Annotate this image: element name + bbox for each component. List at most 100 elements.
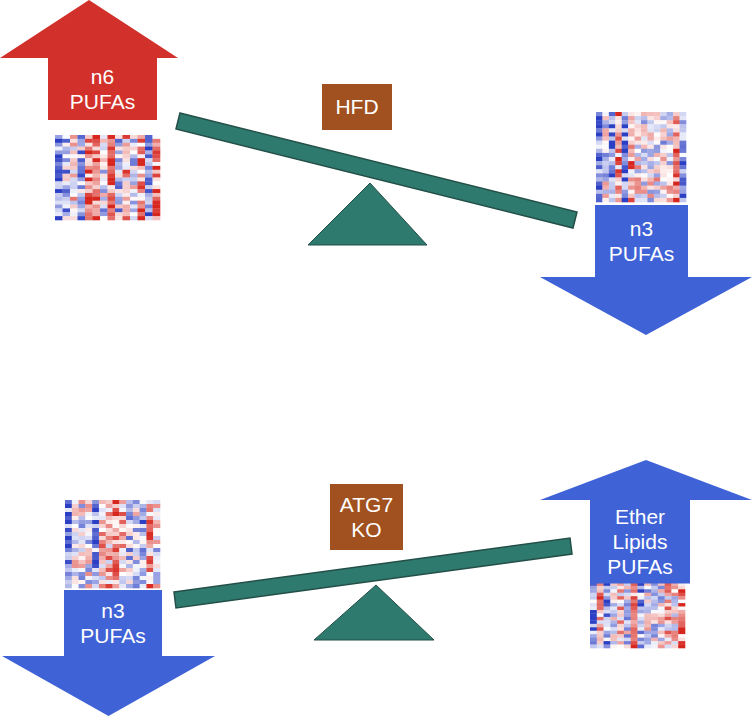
heatmap-cell [140,580,147,584]
node-text: n3 PUFAs [80,598,145,648]
heatmap-cell [654,161,661,165]
heatmap-cell [108,216,116,220]
heatmap-cell [631,600,638,604]
seesaw-fulcrum [314,585,434,640]
heatmap-cell [72,576,79,580]
heatmap-cell [100,197,108,201]
heatmap-cell [609,124,616,128]
heatmap-cell [93,162,101,166]
heatmap-cell [63,201,71,205]
heatmap-cell [65,564,72,568]
heatmap-cell [635,149,642,153]
heatmap-cell [65,504,72,508]
heatmap-cell [130,158,138,162]
heatmap-cell [145,166,153,170]
heatmap-cell [79,560,86,564]
heatmap-cell [615,124,622,128]
heatmap-cell [628,173,635,177]
text-area: n3 PUFAs [64,590,162,656]
heatmap-cell [65,572,72,576]
heatmap-cell [641,177,648,181]
heatmap-cell [604,600,611,604]
heatmap-cell [153,500,160,504]
heatmap-cell [647,120,654,124]
heatmap-cell [130,143,138,147]
heatmap-cell [85,201,93,205]
heatmap-cell [654,173,661,177]
heatmap-cell [100,166,108,170]
heatmap-cell [115,170,123,174]
heatmap-cell [597,600,604,604]
heatmap-cell [85,170,93,174]
heatmap-cell [609,169,616,173]
heatmap-cell [133,516,140,520]
heatmap-cell [85,208,93,212]
heatmap-cell [123,162,131,166]
node-text: n3 PUFAs [609,216,674,266]
heatmap-cell [70,150,78,154]
heatmap-cell [126,556,133,560]
heatmap-cell [665,607,672,611]
heatmap-cell [113,508,120,512]
heatmap-cell [654,194,661,198]
heatmap-cell [140,500,147,504]
heatmap-cell [119,524,126,528]
heatmap-cell [108,158,116,162]
heatmap-cell [660,120,667,124]
heatmap-cell [651,631,658,635]
heatmap-cell [145,205,153,209]
heatmap-cell [72,508,79,512]
heatmap-cell [609,145,616,149]
heatmap-cell [658,593,665,597]
heatmap-cell [609,194,616,198]
heatmap-cell [651,641,658,645]
heatmap-cell [624,627,631,631]
heatmap-cell [610,586,617,590]
heatmap-cell [644,603,651,607]
heatmap-cell [602,190,609,194]
heatmap-cell [113,576,120,580]
node-text: ATG7 KO [340,492,393,542]
heatmap-cell [85,174,93,178]
heatmap-cell [79,500,86,504]
heatmap-cell [680,173,687,177]
heatmap-cell [667,198,674,202]
heatmap-cell [126,500,133,504]
heatmap-cell [92,584,99,588]
heatmap-cell [123,205,131,209]
heatmap-cell [78,178,86,182]
label-box: ATG7 KO [330,484,403,550]
heatmap-cell [106,504,113,508]
heatmap-cell [680,120,687,124]
heatmap-cell [654,169,661,173]
heatmap-cell [123,181,131,185]
heatmap-cell [93,193,101,197]
heatmap-cell [660,116,667,120]
heatmap-cell [93,166,101,170]
heatmap-cell [596,124,603,128]
heatmap-cell [140,532,147,536]
heatmap-cell [635,161,642,165]
heatmap-cell [647,186,654,190]
heatmap-cell [106,572,113,576]
heatmap-cell [130,189,138,193]
heatmap-cell [651,613,658,617]
heatmap-cell [78,208,86,212]
heatmap-cell [622,116,629,120]
heatmap-cell [85,544,92,548]
heatmap-cell [65,500,72,504]
heatmap-cell [651,634,658,638]
heatmap-cell [93,197,101,201]
heatmap-cell [146,516,153,520]
heatmap-cell [615,132,622,136]
heatmap-cell [610,627,617,631]
heatmap-cell [665,645,672,649]
heatmap-cell [85,528,92,532]
heatmap-cell [631,641,638,645]
heatmap-cell [106,520,113,524]
heatmap-cell [63,147,71,151]
heatmap-cell [604,620,611,624]
heatmap-cell [617,631,624,635]
heatmap-cell [79,548,86,552]
heatmap-cell [85,150,93,154]
